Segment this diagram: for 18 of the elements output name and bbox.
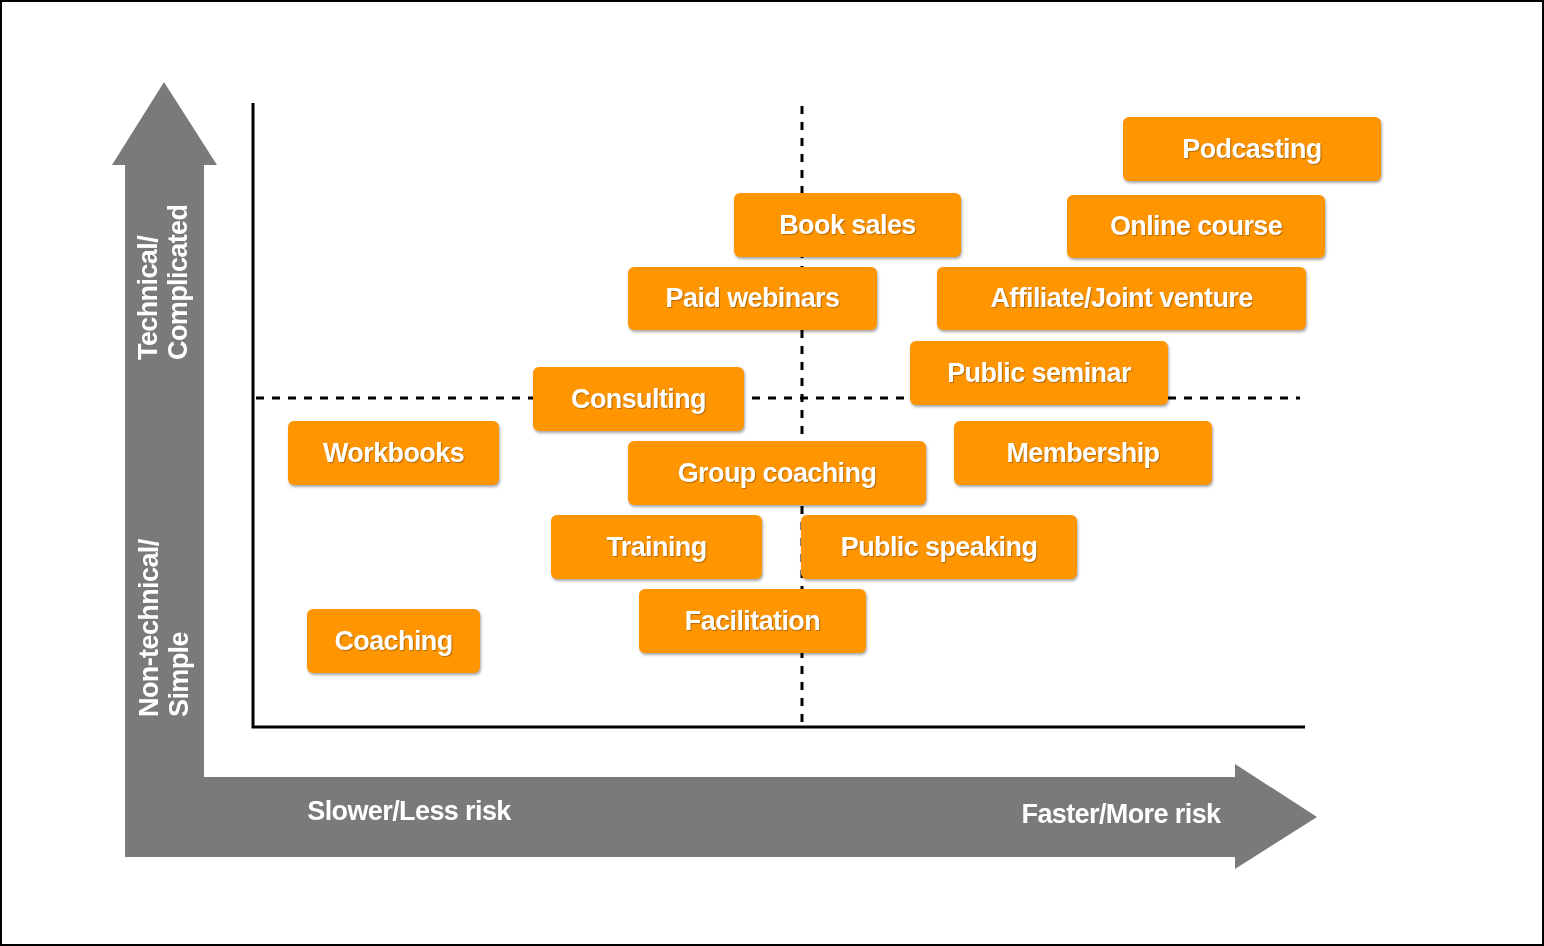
category-box: Group coaching: [628, 441, 926, 505]
axis-label: Non-technical/ Simple: [135, 538, 195, 717]
category-box: Facilitation: [639, 589, 866, 653]
axis-label: Slower/Less risk: [307, 797, 511, 827]
category-box: Book sales: [734, 193, 961, 257]
category-box: Consulting: [533, 367, 744, 431]
axis-label: Technical/ Complicated: [134, 203, 194, 360]
category-box: Affiliate/Joint venture: [937, 267, 1306, 330]
category-box: Online course: [1067, 195, 1325, 258]
category-box: Paid webinars: [628, 267, 877, 330]
category-box: Coaching: [307, 609, 480, 673]
axis-label: Faster/More risk: [1021, 800, 1221, 830]
category-box: Training: [551, 515, 762, 579]
category-box: Public seminar: [910, 341, 1168, 405]
category-box: Membership: [954, 421, 1212, 485]
category-box: Workbooks: [288, 421, 499, 485]
category-box: Public speaking: [801, 515, 1077, 579]
category-box: Podcasting: [1123, 117, 1381, 181]
